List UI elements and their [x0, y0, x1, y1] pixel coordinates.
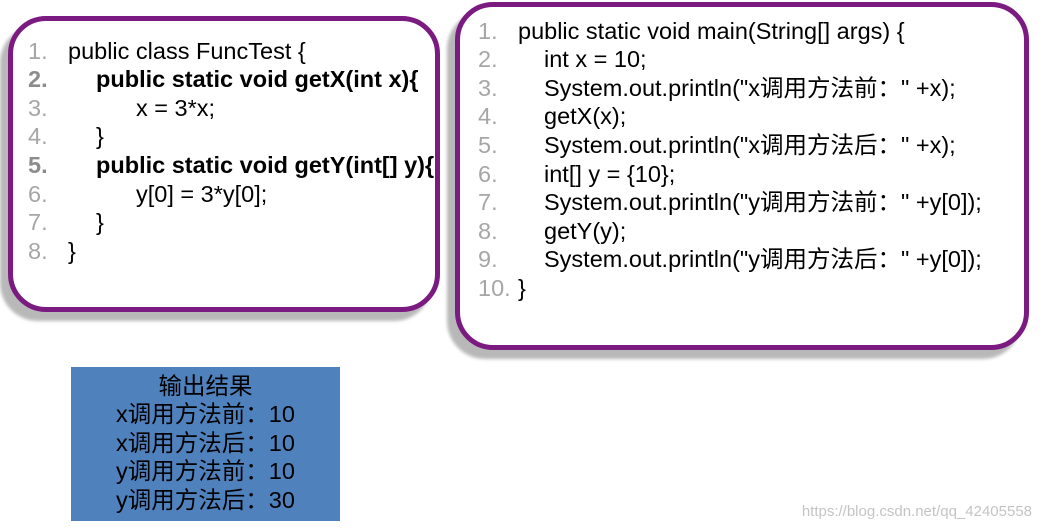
code-line: 10. } — [478, 274, 982, 303]
line-number: 3. — [28, 94, 48, 121]
code-line: 2. int x = 10; — [478, 45, 982, 74]
code-text: public static void main(String[] args) { — [518, 17, 905, 44]
line-number: 10. — [478, 274, 511, 301]
code-line: 8. } — [28, 237, 434, 266]
code-line: 4. } — [28, 122, 434, 151]
code-text: int x = 10; — [544, 46, 647, 73]
code-text: public class FuncTest { — [68, 37, 306, 64]
code-line: 8. getY(y); — [478, 217, 982, 246]
code-text: } — [96, 123, 104, 150]
code-line: 1. public static void main(String[] args… — [478, 17, 982, 46]
code-line: 5. public static void getY(int[] y){ — [28, 151, 434, 180]
code-block: 1. public static void main(String[] args… — [478, 17, 982, 303]
line-number: 8. — [478, 217, 498, 244]
code-line: 9. System.out.println("y调用方法后：" +y[0]); — [478, 245, 982, 274]
line-number: 7. — [478, 189, 498, 216]
line-number: 7. — [28, 209, 48, 236]
line-number: 2. — [478, 46, 498, 73]
line-number: 3. — [478, 74, 498, 101]
line-number: 9. — [478, 246, 498, 273]
code-text: y[0] = 3*y[0]; — [136, 180, 268, 207]
code-text: int[] y = {10}; — [544, 160, 676, 187]
line-number: 4. — [478, 103, 498, 130]
code-line: 2. public static void getX(int x){ — [28, 65, 434, 94]
line-number: 2. — [28, 66, 48, 93]
line-number: 5. — [28, 151, 48, 178]
code-text: } — [68, 237, 76, 264]
code-line: 3. System.out.println("x调用方法前：" +x); — [478, 74, 982, 103]
code-text: System.out.println("y调用方法后：" +y[0]); — [544, 246, 982, 273]
code-text: public static void getY(int[] y){ — [96, 151, 435, 178]
output-title: 输出结果 — [158, 372, 253, 399]
code-text: System.out.println("x调用方法后：" +x); — [544, 131, 956, 158]
code-line: 4. getX(x); — [478, 102, 982, 131]
output-line: x调用方法前：10 — [116, 401, 295, 428]
code-text: } — [518, 274, 526, 301]
code-line: 1. public class FuncTest { — [28, 37, 434, 66]
line-number: 6. — [28, 180, 48, 207]
output-panel: 输出结果 x调用方法前：10 x调用方法后：10 y调用方法前：10 y调用方法… — [71, 367, 340, 521]
main-code-panel: 1. public static void main(String[] args… — [455, 2, 1029, 350]
output-line: x调用方法后：10 — [116, 429, 295, 456]
class-code-panel: 1. public class FuncTest { 2. public sta… — [8, 16, 440, 312]
code-line: 7. System.out.println("y调用方法前：" +y[0]); — [478, 188, 982, 217]
code-line: 7. } — [28, 208, 434, 237]
line-number: 5. — [478, 131, 498, 158]
code-text: x = 3*x; — [136, 94, 216, 121]
output-line: y调用方法前：10 — [116, 458, 295, 485]
code-line: 6. int[] y = {10}; — [478, 160, 982, 189]
line-number: 4. — [28, 123, 48, 150]
code-line: 3. x = 3*x; — [28, 94, 434, 123]
code-line: 5. System.out.println("x调用方法后：" +x); — [478, 131, 982, 160]
code-block: 1. public class FuncTest { 2. public sta… — [28, 37, 434, 266]
code-text: System.out.println("x调用方法前：" +x); — [544, 74, 956, 101]
line-number: 1. — [28, 37, 48, 64]
line-number: 6. — [478, 160, 498, 187]
code-line: 6. y[0] = 3*y[0]; — [28, 180, 434, 209]
watermark: https://blog.csdn.net/qq_42405558 — [801, 503, 1032, 520]
code-text: System.out.println("y调用方法前：" +y[0]); — [544, 189, 982, 216]
code-text: public static void getX(int x){ — [96, 66, 419, 93]
line-number: 1. — [478, 17, 498, 44]
code-text: getX(x); — [544, 103, 627, 130]
output-line: y调用方法后：30 — [116, 487, 295, 514]
line-number: 8. — [28, 237, 48, 264]
code-text: getY(y); — [544, 217, 627, 244]
code-text: } — [96, 209, 104, 236]
